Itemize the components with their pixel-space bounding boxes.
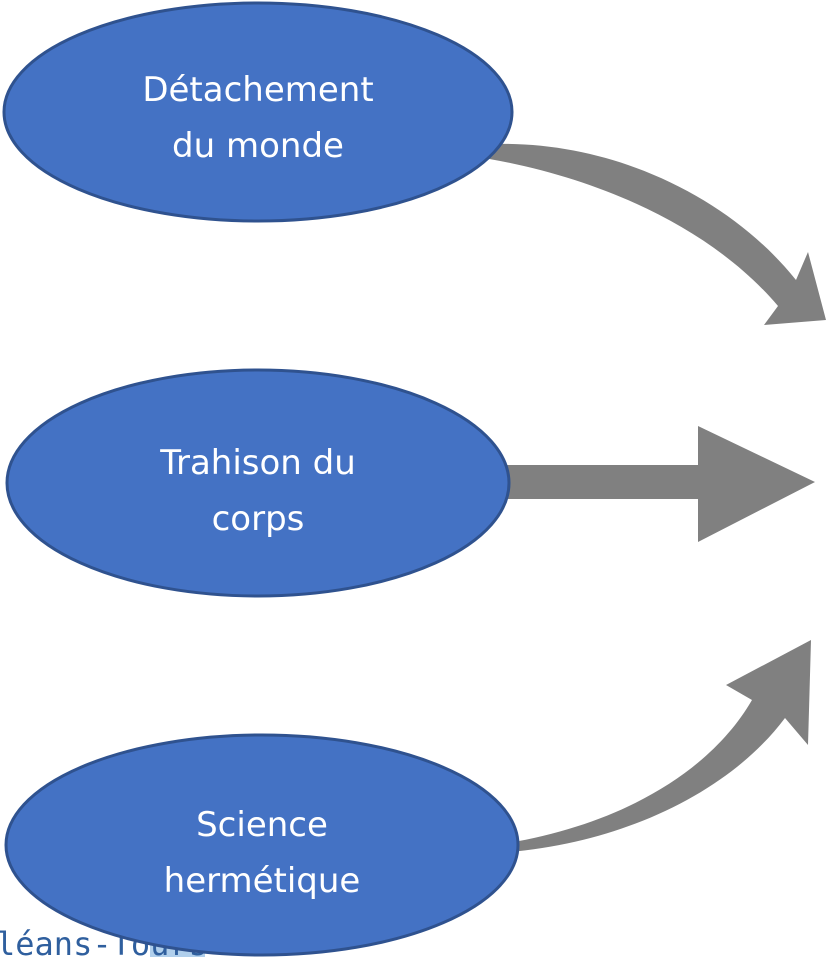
node-label-line-2: corps — [212, 499, 305, 539]
node-label-line-1: Trahison du — [159, 443, 356, 483]
node-label-line-1: Science — [196, 805, 328, 845]
node-ellipse — [4, 733, 520, 957]
arrow-down-right — [432, 143, 826, 325]
node-label-line-1: Détachement — [142, 70, 373, 110]
arrows — [400, 143, 826, 855]
node-trahison: Trahison du corps — [5, 368, 511, 598]
node-ellipse — [2, 1, 514, 223]
node-label-line-2: hermétique — [164, 861, 361, 901]
node-label-line-2: du monde — [172, 126, 344, 166]
arrow-right — [433, 426, 815, 542]
node-ellipse — [5, 368, 511, 598]
arrow-up-right — [400, 640, 811, 855]
node-detachement: Détachement du monde — [2, 1, 514, 223]
node-science: Science hermétique — [4, 733, 520, 957]
